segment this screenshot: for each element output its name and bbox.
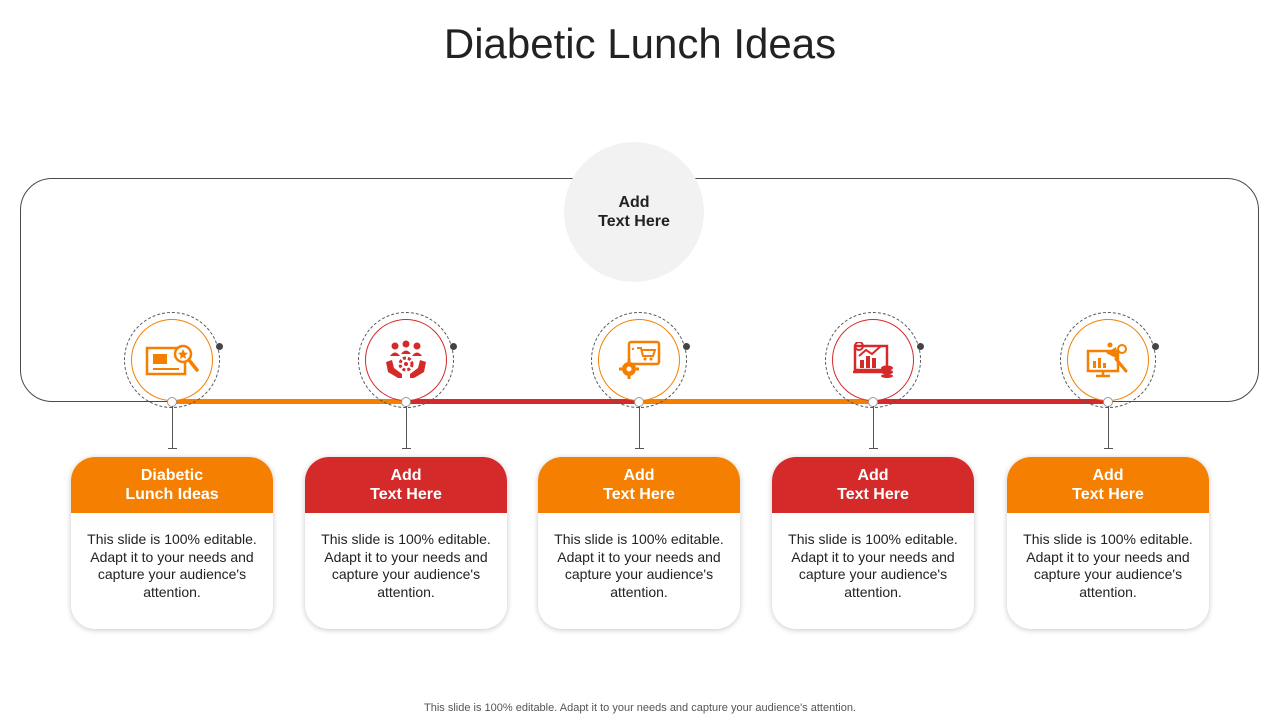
stem-line — [172, 406, 173, 448]
monitor-cart-gear-icon — [619, 340, 661, 379]
step-card: Add Text Here This slide is 100% editabl… — [772, 457, 974, 629]
hub-circle: Add Text Here — [564, 142, 704, 282]
analytics-megaphone-icon — [1086, 342, 1128, 378]
stem-cap — [869, 448, 878, 449]
ring-dot — [450, 343, 457, 350]
page-title: Diabetic Lunch Ideas — [443, 20, 837, 67]
connector-segment-1 — [172, 399, 406, 404]
stem-cap — [402, 448, 411, 449]
card-heading: Add Text Here — [772, 457, 974, 513]
step-card: Add Text Here This slide is 100% editabl… — [538, 457, 740, 629]
stem-cap — [168, 448, 177, 449]
step-card: Add Text Here This slide is 100% editabl… — [1007, 457, 1209, 629]
icon-circle — [598, 319, 680, 401]
card-heading: Add Text Here — [305, 457, 507, 513]
step-card: Add Text Here This slide is 100% editabl… — [305, 457, 507, 629]
step-card: Diabetic Lunch Ideas This slide is 100% … — [71, 457, 273, 629]
stem-line — [639, 406, 640, 448]
ring-dot — [1152, 343, 1159, 350]
card-body: This slide is 100% editable. Adapt it to… — [87, 531, 257, 600]
stem-line — [1108, 406, 1109, 448]
card-body: This slide is 100% editable. Adapt it to… — [788, 531, 958, 600]
stem-line — [406, 406, 407, 448]
card-heading: Diabetic Lunch Ideas — [71, 457, 273, 513]
card-body: This slide is 100% editable. Adapt it to… — [321, 531, 491, 600]
ring-dot — [216, 343, 223, 350]
card-heading: Add Text Here — [1007, 457, 1209, 513]
ring-dot — [683, 343, 690, 350]
card-heading: Add Text Here — [538, 457, 740, 513]
icon-circle — [365, 319, 447, 401]
card-body: This slide is 100% editable. Adapt it to… — [554, 531, 724, 600]
connector-segment-3 — [639, 399, 873, 404]
card-body: This slide is 100% editable. Adapt it to… — [1023, 531, 1193, 600]
stem-cap — [1104, 448, 1113, 449]
stem-cap — [635, 448, 644, 449]
connector-segment-2 — [406, 399, 639, 404]
blueprint-search-icon — [145, 344, 199, 376]
icon-circle — [1067, 319, 1149, 401]
growth-chart-coins-icon — [853, 342, 893, 378]
icon-circle — [131, 319, 213, 401]
stem-line — [873, 406, 874, 448]
connector-segment-4 — [873, 399, 1108, 404]
ring-dot — [917, 343, 924, 350]
footer-note: This slide is 100% editable. Adapt it to… — [424, 702, 856, 714]
team-care-hands-icon — [386, 340, 426, 378]
icon-circle — [832, 319, 914, 401]
